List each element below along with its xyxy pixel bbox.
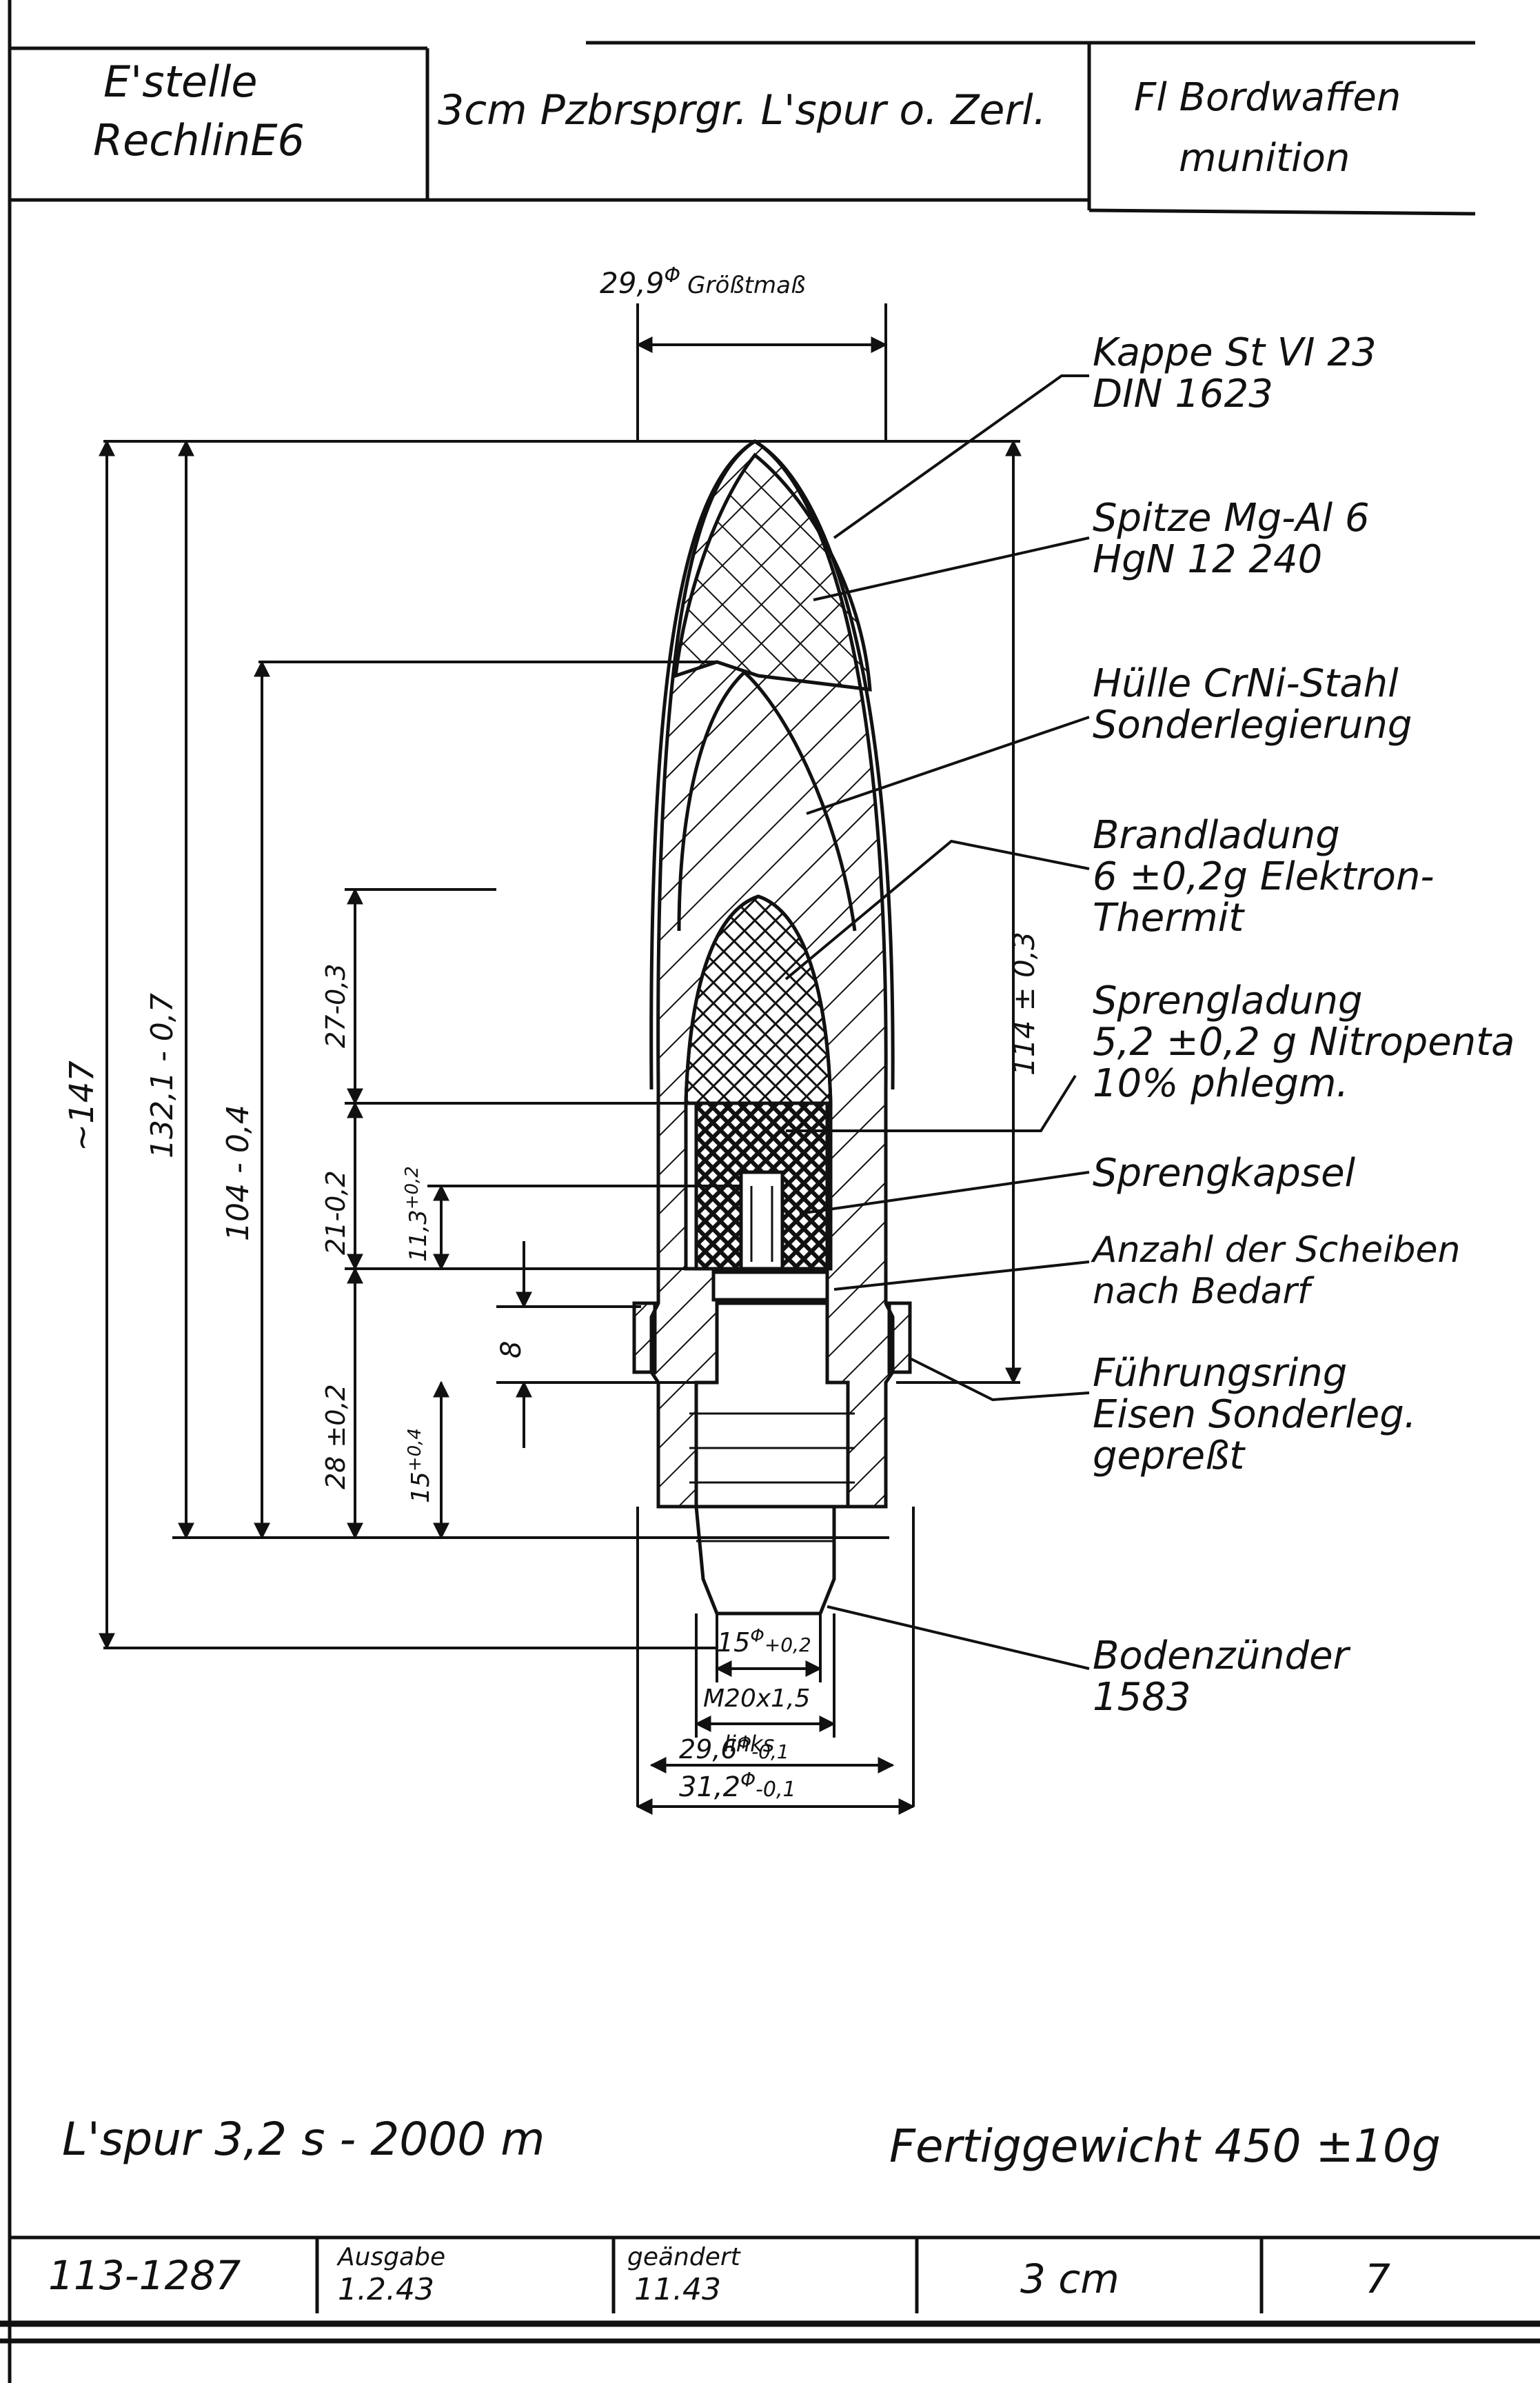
cap-outline-left bbox=[649, 439, 756, 1090]
changed-label: geändert bbox=[627, 2243, 742, 2271]
callout-kappe: Kappe St VI 23 DIN 1623 bbox=[1093, 330, 1377, 416]
callout-fuehrungsring-line3: gepreßt bbox=[1093, 1434, 1246, 1478]
dimension-lines bbox=[99, 303, 1022, 1815]
footer-block bbox=[0, 2235, 1540, 2344]
callout-kappe-line2: DIN 1623 bbox=[1093, 372, 1273, 416]
drawing-number: 113-1287 bbox=[48, 2252, 241, 2299]
callout-fuehrungsring: Führungsring Eisen Sonderleg. gepreßt bbox=[1093, 1351, 1417, 1478]
caliber-label: 3 cm bbox=[1020, 2255, 1119, 2302]
issue-label: Ausgabe bbox=[336, 2243, 445, 2271]
dim-overall-length: ~147 bbox=[63, 1060, 101, 1152]
callout-brandladung: Brandladung 6 ±0,2g Elektron- Thermit bbox=[1093, 813, 1435, 941]
dim-len-21: 21-0,2 bbox=[321, 1171, 351, 1256]
callout-scheiben-line1: Anzahl der Scheiben bbox=[1091, 1229, 1460, 1271]
dim-len-27: 27-0,3 bbox=[321, 964, 351, 1049]
callout-huelle: Hülle CrNi-Stahl Sonderlegierung bbox=[1093, 661, 1412, 747]
projectile-section bbox=[632, 439, 912, 1616]
fuze-pocket bbox=[694, 1301, 850, 1509]
dim-thread-note: links bbox=[724, 1731, 774, 1757]
callout-labels: Kappe St VI 23 DIN 1623 Spitze Mg-Al 6 H… bbox=[1091, 330, 1514, 1720]
category-line2: munition bbox=[1179, 136, 1350, 181]
detonator bbox=[739, 1170, 784, 1271]
dim-thread: M20x1,5 bbox=[703, 1685, 810, 1713]
callout-huelle-line2: Sonderlegierung bbox=[1093, 703, 1412, 747]
callout-huelle-line1: Hülle CrNi-Stahl bbox=[1093, 661, 1399, 706]
dim-length-132: 132,1 - 0,7 bbox=[145, 993, 180, 1158]
dim-length-104: 104 - 0,4 bbox=[221, 1105, 256, 1241]
callout-kappe-line1: Kappe St VI 23 bbox=[1093, 330, 1377, 375]
callout-sprengladung-line1: Sprengladung bbox=[1093, 978, 1363, 1023]
discs bbox=[711, 1270, 829, 1302]
dim-len-28: 28 ±0,2 bbox=[321, 1384, 351, 1489]
callout-sprengladung-line3: 10% phlegm. bbox=[1093, 1061, 1348, 1106]
dim-diameter-31-2: 31,2Φ-0,1 bbox=[679, 1769, 796, 1803]
callout-brandladung-line1: Brandladung bbox=[1093, 813, 1340, 858]
inner-ogive-left bbox=[677, 671, 746, 932]
dim-diameter-29-6-label: 29,6Φ-0,1 bbox=[679, 1733, 789, 1764]
callout-brandladung-line3: Thermit bbox=[1093, 896, 1245, 941]
callout-sprengladung-line2: 5,2 ±0,2 g Nitropenta bbox=[1093, 1020, 1514, 1065]
callout-bodenzuender-line1: Bodenzünder bbox=[1093, 1633, 1351, 1678]
callout-bodenzuender: Bodenzünder 1583 bbox=[1093, 1633, 1351, 1720]
callout-spitze-line1: Spitze Mg-Al 6 bbox=[1093, 496, 1370, 541]
office-line2: RechlinE6 bbox=[93, 115, 305, 165]
callout-bodenzuender-line2: 1583 bbox=[1093, 1675, 1191, 1720]
dim-length-114: 114 ± 0,3 bbox=[1007, 932, 1041, 1076]
driving-band-left bbox=[632, 1301, 657, 1374]
sheet-number: 7 bbox=[1365, 2255, 1390, 2302]
callout-sprengkapsel: Sprengkapsel bbox=[1093, 1151, 1356, 1196]
callout-fuehrungsring-line2: Eisen Sonderleg. bbox=[1093, 1392, 1417, 1437]
dim-diameter-15: 15Φ+0,2 bbox=[717, 1626, 811, 1658]
issue-value: 1.2.43 bbox=[338, 2272, 434, 2307]
category-line1: Fl Bordwaffen bbox=[1134, 75, 1401, 120]
callout-spitze: Spitze Mg-Al 6 HgN 12 240 bbox=[1093, 496, 1370, 582]
callout-scheiben-line2: nach Bedarf bbox=[1093, 1271, 1315, 1312]
callout-fuehrungsring-line1: Führungsring bbox=[1093, 1351, 1347, 1396]
dim-len-8: 8 bbox=[496, 1341, 527, 1358]
designation-title: 3cm Pzbrsprgr. L'spur o. Zerl. bbox=[438, 86, 1046, 134]
callout-brandladung-line2: 6 ±0,2g Elektron- bbox=[1093, 854, 1435, 899]
base-fuze bbox=[694, 1505, 836, 1616]
office-line1: E'stelle bbox=[103, 57, 258, 107]
dim-len-11-3: 11,3+0,2 bbox=[402, 1166, 432, 1262]
dim-len-15: 15+0,4 bbox=[405, 1428, 435, 1503]
callout-sprengkapsel-line1: Sprengkapsel bbox=[1093, 1151, 1356, 1196]
title-block bbox=[8, 0, 1476, 2383]
changed-value: 11.43 bbox=[634, 2272, 721, 2307]
callout-scheiben: Anzahl der Scheiben nach Bedarf bbox=[1091, 1229, 1460, 1312]
tracer-note: L'spur 3,2 s - 2000 m bbox=[62, 2113, 545, 2166]
leader-lines bbox=[784, 374, 1090, 1670]
callout-spitze-line2: HgN 12 240 bbox=[1093, 537, 1322, 582]
weight-note: Fertiggewicht 450 ±10g bbox=[889, 2120, 1441, 2173]
driving-band-right bbox=[887, 1301, 912, 1374]
nose-spitze bbox=[673, 452, 872, 692]
inner-ogive bbox=[743, 671, 857, 932]
callout-sprengladung: Sprengladung 5,2 ±0,2 g Nitropenta 10% p… bbox=[1093, 978, 1514, 1106]
